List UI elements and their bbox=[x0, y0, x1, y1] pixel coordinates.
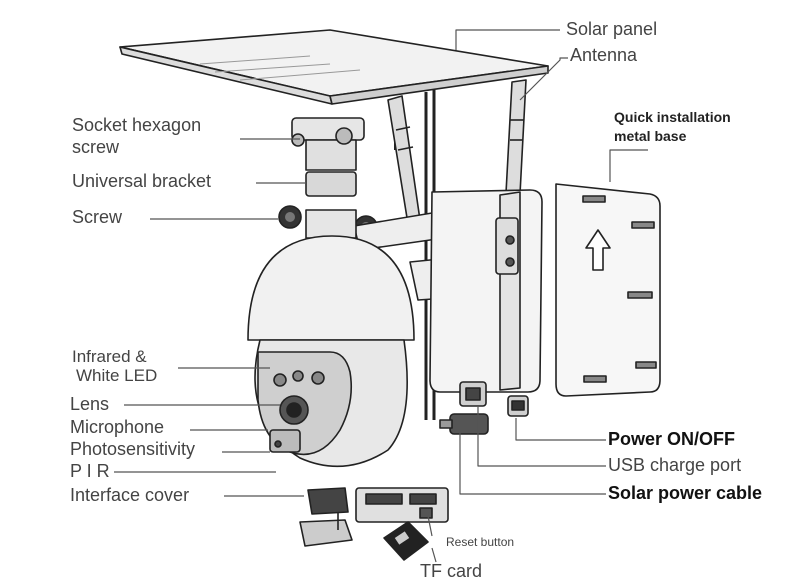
label-socket-hexagon-screw: Socket hexagon screw bbox=[72, 115, 202, 158]
metal-base-plate bbox=[555, 183, 661, 397]
label-infrared-led: Infrared & White LED bbox=[72, 347, 158, 385]
camera-dome-shape bbox=[247, 209, 415, 468]
solar-panel-shape bbox=[119, 29, 549, 105]
label-socket-line2: screw bbox=[72, 136, 120, 157]
label-lens: Lens bbox=[70, 394, 110, 414]
label-universal-bracket: Universal bracket bbox=[72, 171, 212, 191]
label-quick-install: Quick installation metal base bbox=[614, 109, 731, 145]
label-power-onoff: Power ON/OFF bbox=[608, 429, 736, 449]
label-interface-cover: Interface cover bbox=[70, 485, 190, 505]
label-tf-card: TF card bbox=[420, 561, 483, 581]
label-infrared-line1: Infrared & bbox=[72, 347, 147, 366]
label-screw: Screw bbox=[72, 207, 123, 227]
label-solar-panel: Solar panel bbox=[566, 19, 658, 39]
solar-cable-connector bbox=[439, 413, 489, 435]
label-reset-button: Reset button bbox=[446, 535, 515, 549]
universal-bracket-shape bbox=[291, 117, 365, 197]
power-switch-shape bbox=[459, 381, 487, 407]
battery-box-shape bbox=[429, 189, 543, 393]
label-socket-line1: Socket hexagon bbox=[72, 115, 202, 135]
label-photosensitivity: Photosensitivity bbox=[70, 439, 196, 459]
label-quick-install-line1: Quick installation bbox=[614, 109, 731, 125]
label-pir: P I R bbox=[70, 461, 110, 481]
interface-cover-shape bbox=[299, 487, 353, 547]
label-antenna: Antenna bbox=[570, 45, 638, 65]
tf-card-shape bbox=[383, 521, 429, 561]
label-usb-charge-port: USB charge port bbox=[608, 455, 742, 475]
usb-port-shape bbox=[507, 395, 529, 417]
leader-lines bbox=[114, 29, 648, 563]
label-infrared-line2: White LED bbox=[76, 365, 158, 385]
arrow-up-icon bbox=[585, 229, 611, 271]
label-quick-install-line2: metal base bbox=[614, 128, 687, 145]
slot-panel-shape bbox=[355, 487, 449, 523]
label-microphone: Microphone bbox=[70, 417, 165, 437]
label-solar-power-cable: Solar power cable bbox=[608, 483, 763, 503]
